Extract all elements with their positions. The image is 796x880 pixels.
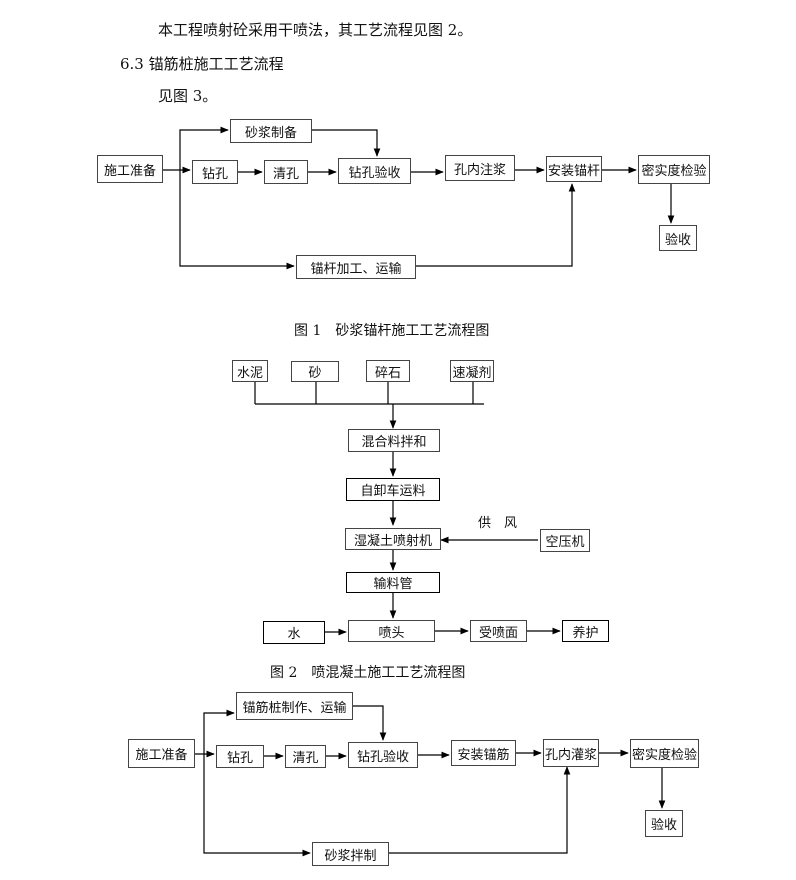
see-figure-text: 见图 3。 — [158, 87, 218, 105]
fig1-box-density: 密实度检验 — [638, 155, 710, 184]
fig1-caption: 图 1 砂浆锚杆施工工艺流程图 — [294, 323, 490, 339]
fig3-box-accept: 验收 — [645, 810, 683, 837]
fig1-box-inspect: 钻孔验收 — [338, 158, 411, 184]
fig1-box-process: 锚杆加工、运输 — [296, 255, 416, 279]
fig1-box-clean: 清孔 — [264, 160, 308, 184]
fig2-box-surface: 受喷面 — [470, 620, 527, 642]
fig2-box-cement: 水泥 — [232, 360, 268, 382]
fig3-box-mortar: 砂浆拌制 — [312, 842, 389, 866]
fig1-box-install: 安装锚杆 — [546, 156, 602, 182]
fig3-box-prep: 施工准备 — [128, 739, 195, 768]
fig3-box-make: 锚筋桩制作、运输 — [236, 692, 353, 720]
fig3-box-grout: 孔内灌浆 — [543, 739, 599, 767]
fig2-box-truck: 自卸车运料 — [346, 478, 440, 501]
fig2-box-compressor: 空压机 — [540, 529, 590, 552]
fig1-box-accept: 验收 — [659, 225, 697, 251]
fig3-box-clean: 清孔 — [285, 745, 326, 768]
fig3-box-drill: 钻孔 — [216, 745, 264, 768]
fig1-box-grout: 孔内注浆 — [445, 155, 515, 181]
fig3-box-install: 安装锚筋 — [451, 740, 516, 766]
fig1-box-drill: 钻孔 — [192, 160, 238, 184]
fig1-box-mortar: 砂浆制备 — [230, 119, 312, 143]
fig1-box-prep: 施工准备 — [97, 155, 163, 183]
fig2-air-label: 供 风 — [478, 516, 518, 531]
fig2-box-cure: 养护 — [562, 620, 609, 642]
fig2-box-nozzle: 喷头 — [348, 620, 435, 642]
section-heading: 6.3 锚筋桩施工工艺流程 — [120, 55, 284, 73]
fig2-box-gravel: 碎石 — [366, 360, 410, 382]
fig2-box-accel: 速凝剂 — [450, 360, 494, 382]
fig2-caption: 图 2 喷混凝土施工工艺流程图 — [270, 665, 466, 681]
fig2-box-mix: 混合料拌和 — [348, 429, 440, 452]
fig3-box-inspect: 钻孔验收 — [348, 742, 418, 768]
fig2-box-hose: 输料管 — [346, 572, 440, 593]
fig3-box-density: 密实度检验 — [630, 739, 699, 768]
fig2-box-sand: 砂 — [291, 361, 339, 382]
intro-paragraph: 本工程喷射砼采用干喷法，其工艺流程见图 2。 — [158, 21, 473, 39]
fig2-box-sprayer: 湿凝土喷射机 — [345, 528, 441, 550]
fig2-box-water: 水 — [263, 621, 325, 644]
